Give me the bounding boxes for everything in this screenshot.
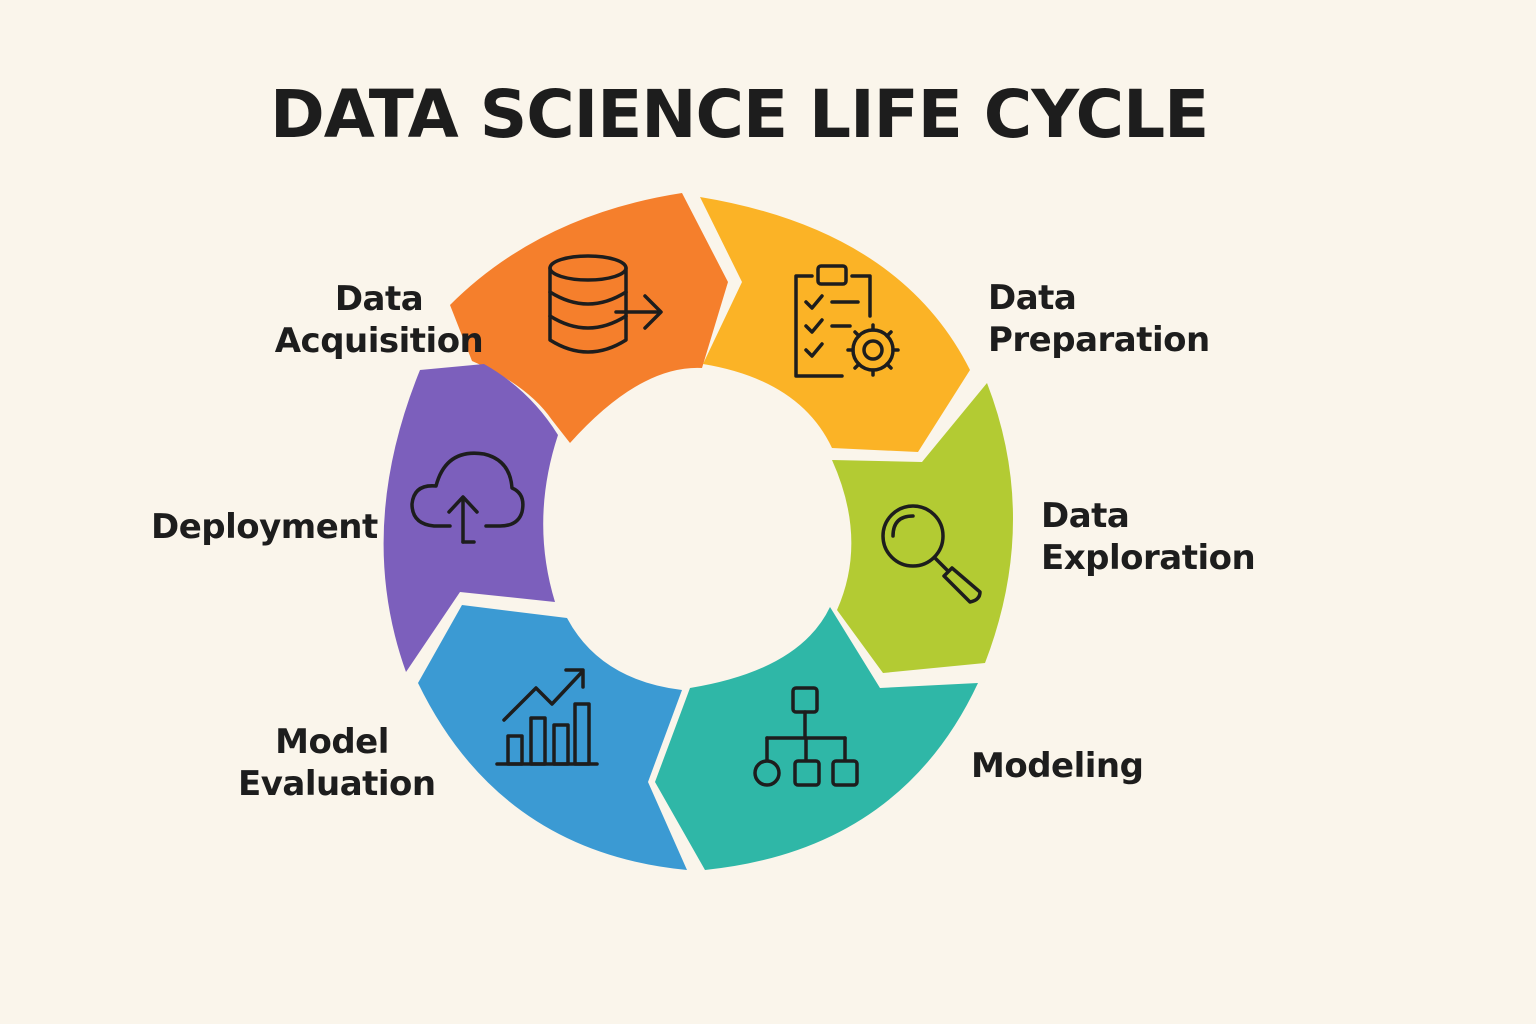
label-data-exploration-line1: Data bbox=[1041, 496, 1130, 536]
label-data-preparation-line2: Preparation bbox=[988, 320, 1210, 360]
segment-deployment bbox=[383, 364, 558, 672]
magnifier-icon bbox=[881, 504, 982, 604]
growth-chart-icon bbox=[495, 668, 599, 766]
label-data-exploration-line2: Exploration bbox=[1041, 538, 1256, 578]
label-deployment: Deployment bbox=[151, 506, 378, 548]
hierarchy-icon bbox=[753, 686, 859, 787]
clipboard-gear-icon bbox=[794, 264, 900, 378]
label-model-evaluation: Model Evaluation bbox=[238, 721, 436, 805]
label-data-exploration: Data Exploration bbox=[1041, 495, 1256, 579]
label-modeling-line1: Modeling bbox=[971, 746, 1144, 786]
database-export-icon bbox=[548, 254, 663, 354]
label-model-evaluation-line2: Evaluation bbox=[238, 764, 436, 804]
cloud-upload-icon bbox=[410, 451, 525, 544]
label-modeling: Modeling bbox=[971, 745, 1144, 787]
label-data-acquisition: Data Acquisition bbox=[272, 278, 486, 362]
segment-data-acquisition bbox=[450, 193, 728, 443]
label-model-evaluation-line1: Model bbox=[275, 722, 389, 762]
label-data-acquisition-line1: Data bbox=[334, 279, 424, 319]
label-data-acquisition-line2: Acquisition bbox=[274, 321, 484, 361]
label-data-preparation: Data Preparation bbox=[988, 277, 1210, 361]
label-deployment-line1: Deployment bbox=[151, 507, 378, 547]
page-title: DATA SCIENCE LIFE CYCLE bbox=[270, 76, 1209, 153]
label-data-preparation-line1: Data bbox=[988, 278, 1077, 318]
